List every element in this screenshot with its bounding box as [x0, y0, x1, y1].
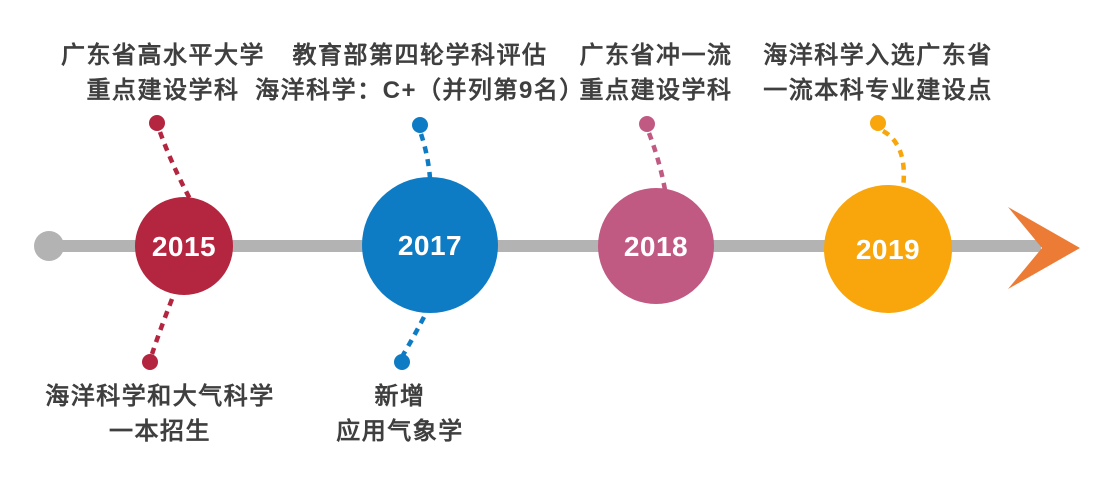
- year-label-2017: 2017: [398, 230, 462, 261]
- top-label-2017-line1: 教育部第四轮学科评估: [293, 41, 548, 69]
- callout-dot-top-2018: [639, 116, 655, 132]
- top-label-2015-line1: 广东省高水平大学: [61, 41, 265, 69]
- year-node-2017: [362, 177, 498, 313]
- connector-top-2015: [157, 131, 192, 201]
- year-label-2018: 2018: [624, 231, 688, 262]
- callout-dot-top-2017: [412, 117, 428, 133]
- top-label-2017-line2: 海洋科学：C+（并列第9名）: [255, 76, 585, 104]
- top-label-2015-line2: 重点建设学科: [87, 76, 240, 104]
- top-label-2018-line1: 广东省冲一流: [580, 41, 733, 69]
- callout-dot-top-2015: [149, 115, 165, 131]
- top-label-2019-line1: 海洋科学入选广东省: [763, 41, 993, 69]
- bottom-label-2015-line2: 一本招生: [109, 418, 211, 445]
- callout-dot-bottom-2015: [142, 354, 158, 370]
- connector-top-2017: [418, 133, 433, 179]
- connector-bottom-2015: [149, 298, 175, 355]
- year-node-2015: [135, 197, 233, 295]
- milestone-2017: 2017 教育部第四轮学科评估 海洋科学：C+（并列第9名） 新增 应用气象学: [255, 41, 585, 445]
- connector-bottom-2017: [401, 315, 426, 357]
- callout-dot-top-2019: [870, 115, 886, 131]
- year-label-2019: 2019: [856, 234, 920, 265]
- year-node-2018: [598, 188, 714, 304]
- milestone-2019: 2019 海洋科学入选广东省 一流本科专业建设点: [763, 41, 993, 313]
- bottom-label-2015-line1: 海洋科学和大气科学: [45, 382, 275, 410]
- callout-dot-bottom-2017: [394, 354, 410, 370]
- bottom-label-2017-line1: 新增: [375, 382, 426, 410]
- bottom-label-2017-line2: 应用气象学: [336, 417, 464, 445]
- timeline-start-cap: [34, 231, 64, 261]
- connector-top-2019: [881, 129, 906, 189]
- milestone-2015: 2015 广东省高水平大学 重点建设学科 海洋科学和大气科学 一本招生: [45, 41, 275, 445]
- timeline-arrow-icon: [1008, 207, 1080, 289]
- milestone-2018: 2018 广东省冲一流 重点建设学科: [580, 41, 733, 304]
- year-node-2019: [824, 185, 952, 313]
- year-label-2015: 2015: [152, 231, 216, 262]
- top-label-2019-line2: 一流本科专业建设点: [763, 76, 993, 104]
- connector-top-2018: [646, 132, 668, 191]
- top-label-2018-line2: 重点建设学科: [580, 76, 733, 104]
